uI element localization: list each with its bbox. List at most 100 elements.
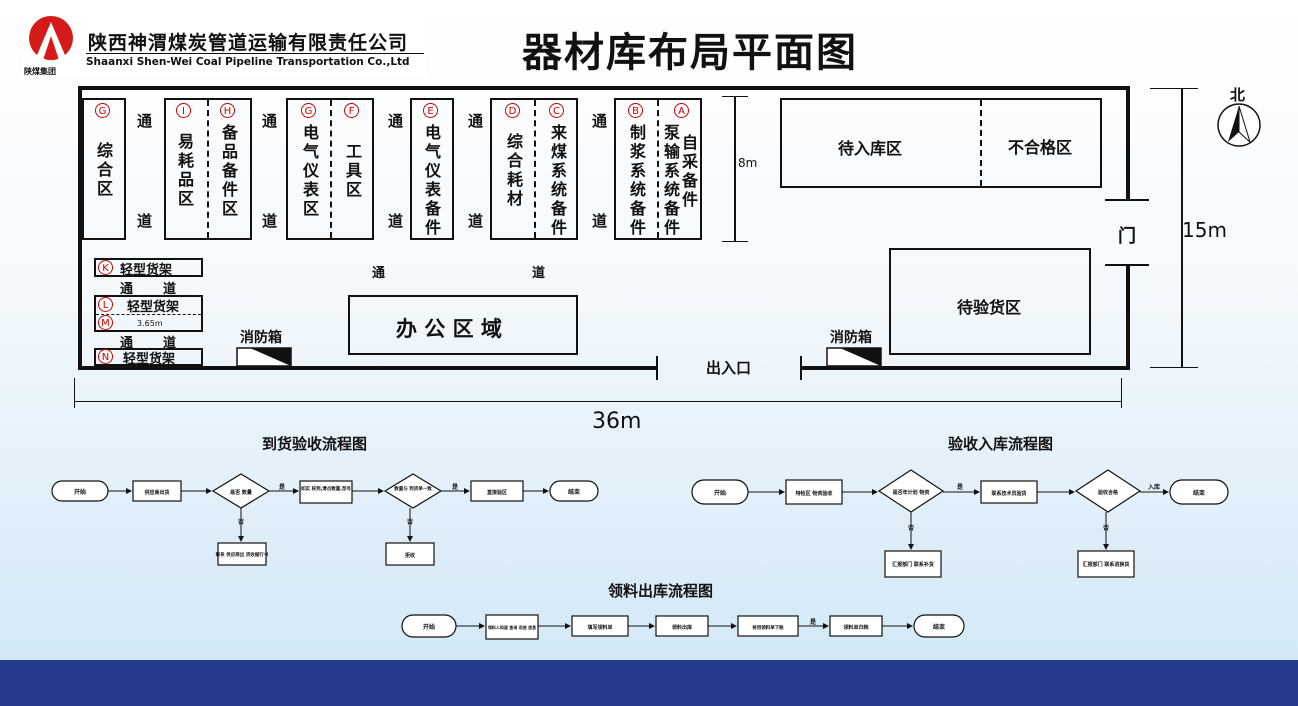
zone-divider	[657, 100, 659, 238]
flow-text: 是	[809, 618, 817, 626]
flow-text: 填写领料单	[587, 624, 612, 631]
zone-d-c	[490, 98, 578, 240]
entrance-post-right	[800, 356, 802, 380]
flow-text: 汇报部门 联系补货	[892, 561, 934, 568]
shelf-marker: L	[98, 297, 113, 312]
aisle-text: 道	[262, 212, 278, 230]
aisle-text: 道	[532, 266, 546, 281]
flow-text: 将用领料单下账	[752, 624, 784, 631]
flow-process-node	[485, 614, 539, 640]
flow-process-node	[217, 542, 267, 566]
dim-15m-tick	[1150, 88, 1198, 89]
dim-8m-tick	[722, 241, 748, 242]
dim-36m-tick	[74, 378, 75, 408]
wall-bottom-right	[800, 366, 1130, 370]
zone-marker: B	[628, 103, 643, 118]
storage-flow-title: 验收入库流程图	[948, 435, 1054, 453]
page-title: 器材库布局平面图	[522, 29, 858, 76]
header-divider	[86, 53, 424, 54]
zone-g-comprehensive	[82, 98, 126, 240]
door-mark-bottom	[1105, 264, 1149, 266]
entrance-post-left	[656, 356, 658, 380]
dim-8m-label: 8m	[738, 156, 758, 170]
flow-text: 开始	[423, 623, 435, 631]
bottom-bar	[0, 660, 1298, 706]
aisle-text: 道	[163, 336, 177, 351]
flow-text: 是	[956, 483, 964, 491]
company-logo-icon	[29, 16, 73, 60]
door-mark-top	[1105, 199, 1149, 201]
zone-marker: H	[220, 103, 235, 118]
flow-text: 特检区 物资验收	[796, 490, 833, 497]
zone-marker: C	[549, 103, 564, 118]
flow-process-node	[385, 542, 435, 566]
flow-end-node	[1169, 479, 1229, 505]
logo-caption: 陕煤集团	[24, 67, 56, 76]
zone-marker: G	[95, 103, 110, 118]
flow-text: 如实 核到,清点数量,型号	[301, 485, 351, 492]
office-area	[348, 295, 578, 355]
aisle-text: 通	[592, 112, 608, 130]
zone-label: 来煤系统备件	[548, 124, 567, 238]
fire-box-icon	[826, 347, 882, 367]
door-label: 门	[1118, 226, 1136, 247]
zone-divider	[330, 100, 332, 238]
flow-decision-node	[383, 473, 443, 509]
aisle-text: 通	[468, 112, 484, 130]
zone-label: 工具区	[343, 143, 362, 200]
zone-marker: A	[674, 103, 689, 118]
flow-text: 结束	[933, 623, 946, 631]
pending-storage-label: 待入库区	[838, 139, 903, 158]
aisle-text: 道	[468, 212, 484, 230]
flow-text: 联系技术员验货	[991, 490, 1026, 497]
flow-process-node	[785, 479, 843, 505]
dim-15m-line	[1181, 88, 1183, 368]
dim-36m-tick	[1121, 378, 1122, 408]
dim-15m-tick	[1150, 367, 1198, 368]
flow-text: 是否年计划 物资	[892, 489, 930, 496]
zone-marker: E	[423, 103, 438, 118]
flow-text: 领料单归档	[843, 624, 868, 631]
flow-text: 联系 供应商出 货收据行书	[216, 551, 269, 558]
flow-text: 入库	[1147, 483, 1160, 491]
aisle-text: 通	[372, 266, 386, 281]
north-label: 北	[1230, 86, 1246, 104]
north-arrow-icon	[1217, 103, 1261, 147]
flow-text: 结束	[1193, 489, 1206, 497]
flow-text: 领料人知道 查询 用途 信息	[488, 624, 536, 630]
zone-label: 综合区	[94, 142, 113, 199]
zone-label: 电气仪表备件	[422, 124, 441, 238]
flow-text: 是	[451, 483, 459, 491]
shelf-marker: N	[98, 349, 113, 364]
flow-end-node	[549, 480, 599, 502]
zone-label: 综合耗材	[504, 133, 523, 209]
flow-text: 开始	[74, 488, 86, 496]
fire-box-label: 消防箱	[240, 330, 282, 346]
flow-text: 拒收	[405, 552, 415, 559]
company-name-cn: 陕西神渭煤炭管道运输有限责任公司	[88, 32, 409, 54]
wall-top	[78, 86, 1130, 90]
entrance-label: 出入口	[706, 359, 752, 377]
flow-text: 是否 数量	[229, 489, 252, 496]
zone-e	[410, 98, 454, 240]
fire-box-label: 消防箱	[830, 330, 872, 346]
aisle-text: 道	[163, 282, 177, 297]
flow-text: 汇报部门 联系退换货	[1083, 561, 1130, 568]
flow-text: 否	[407, 518, 413, 526]
zone-label: 制浆系统备件	[627, 124, 646, 238]
flow-text: 直接验区	[487, 489, 507, 496]
office-label: 办 公 区 域	[396, 317, 502, 341]
flow-text: 数量与 到货单一致	[394, 485, 432, 492]
aisle-text: 通	[120, 336, 134, 351]
wall-right-upper	[1126, 86, 1130, 200]
wall-right-lower	[1126, 265, 1130, 370]
dim-8m-line	[734, 96, 736, 242]
aisle-text: 通	[262, 112, 278, 130]
unqualified-label: 不合格区	[1008, 138, 1073, 157]
flow-text: 领料出库	[672, 624, 692, 631]
shelf-k	[94, 258, 203, 277]
flow-text: 否	[238, 518, 244, 526]
aisle-text: 道	[592, 212, 608, 230]
dim-15m-label: 15m	[1182, 218, 1227, 242]
